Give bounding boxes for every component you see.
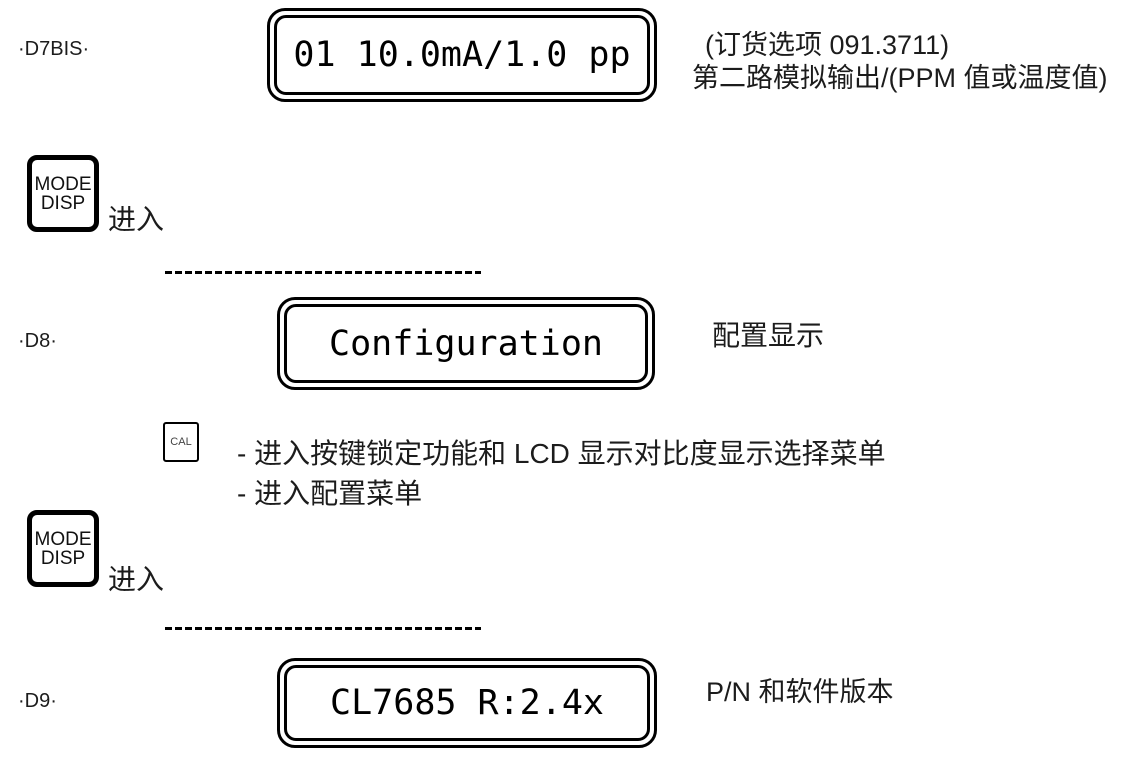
state-label-d8: ·D8· <box>18 330 57 352</box>
note-d9: P/N 和软件版本 <box>706 677 894 707</box>
cal-note-line2: - 进入配置菜单 <box>237 478 423 509</box>
mode-disp-button-1-line1: MODE <box>34 173 92 195</box>
lcd-display-d9: CL7685 R:2.4x <box>277 658 657 748</box>
dashed-separator-1 <box>165 271 481 274</box>
dashed-separator-2 <box>165 627 481 630</box>
enter-caption-1: 进入 <box>108 204 165 235</box>
mode-disp-button-2-line2: DISP <box>40 547 86 569</box>
lcd-text-d7bis: 01 10.0mA/1.0 pp <box>274 15 650 95</box>
enter-caption-2: 进入 <box>108 564 165 595</box>
lcd-text-d8: Configuration <box>284 304 648 383</box>
mode-disp-button-1: MODE DISP <box>27 155 99 232</box>
cal-button: CAL <box>163 422 199 462</box>
note-d7bis-line2: 第二路模拟输出/(PPM 值或温度值) <box>692 63 1108 93</box>
note-d8: 配置显示 <box>712 320 825 351</box>
mode-disp-button-2-line1: MODE <box>34 528 92 550</box>
cal-notes: - 进入按键锁定功能和 LCD 显示对比度显示选择菜单 - 进入配置菜单 <box>237 434 886 514</box>
mode-disp-button-2: MODE DISP <box>27 510 99 587</box>
mode-disp-button-1-line2: DISP <box>40 192 86 214</box>
cal-button-label: CAL <box>170 436 192 448</box>
note-d7bis-line1: (订货选项 091.3711) <box>705 30 950 60</box>
cal-note-line1: - 进入按键锁定功能和 LCD 显示对比度显示选择菜单 <box>237 438 886 469</box>
lcd-display-d7bis: 01 10.0mA/1.0 pp <box>267 8 657 102</box>
lcd-display-d8: Configuration <box>277 297 655 390</box>
lcd-text-d9: CL7685 R:2.4x <box>284 665 650 741</box>
state-label-d9: ·D9· <box>18 690 57 712</box>
state-label-d7bis: ·D7BIS· <box>18 38 90 60</box>
